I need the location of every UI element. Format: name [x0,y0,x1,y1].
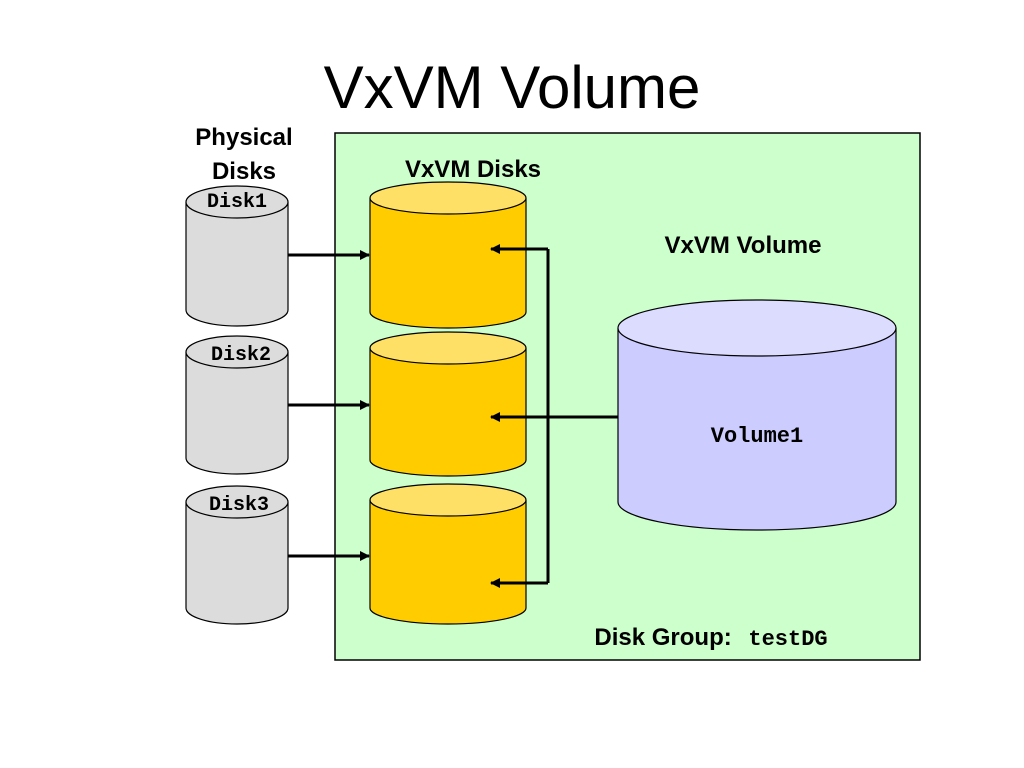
volume-name: Volume1 [711,424,803,449]
vxvm-disk-2 [369,331,527,477]
physical-disk-2: Disk2 [185,335,289,475]
volume-cylinder: Volume1 [617,299,897,531]
physical-disks-label-line1: Physical [195,124,292,151]
disk-group-name: testDG [748,627,827,652]
page-title: VxVM Volume [323,54,701,121]
physical-disk-1-label: Disk1 [207,191,267,214]
physical-disk-3-label: Disk3 [209,494,269,517]
vxvm-volume-label: VxVM Volume [665,232,822,259]
vxvm-disk-3 [369,483,527,625]
physical-disk-3: Disk3 [185,485,289,625]
disk-group-prefix: Disk Group: [594,624,731,651]
vxvm-disk-1 [369,181,527,329]
physical-disk-1: Disk1 [185,185,289,327]
disk-group-label: Disk Group: testDG [594,624,827,652]
physical-disk-2-label: Disk2 [211,344,271,367]
physical-disks-label-line2: Disks [212,158,276,185]
vxvm-disks-label: VxVM Disks [405,156,541,183]
